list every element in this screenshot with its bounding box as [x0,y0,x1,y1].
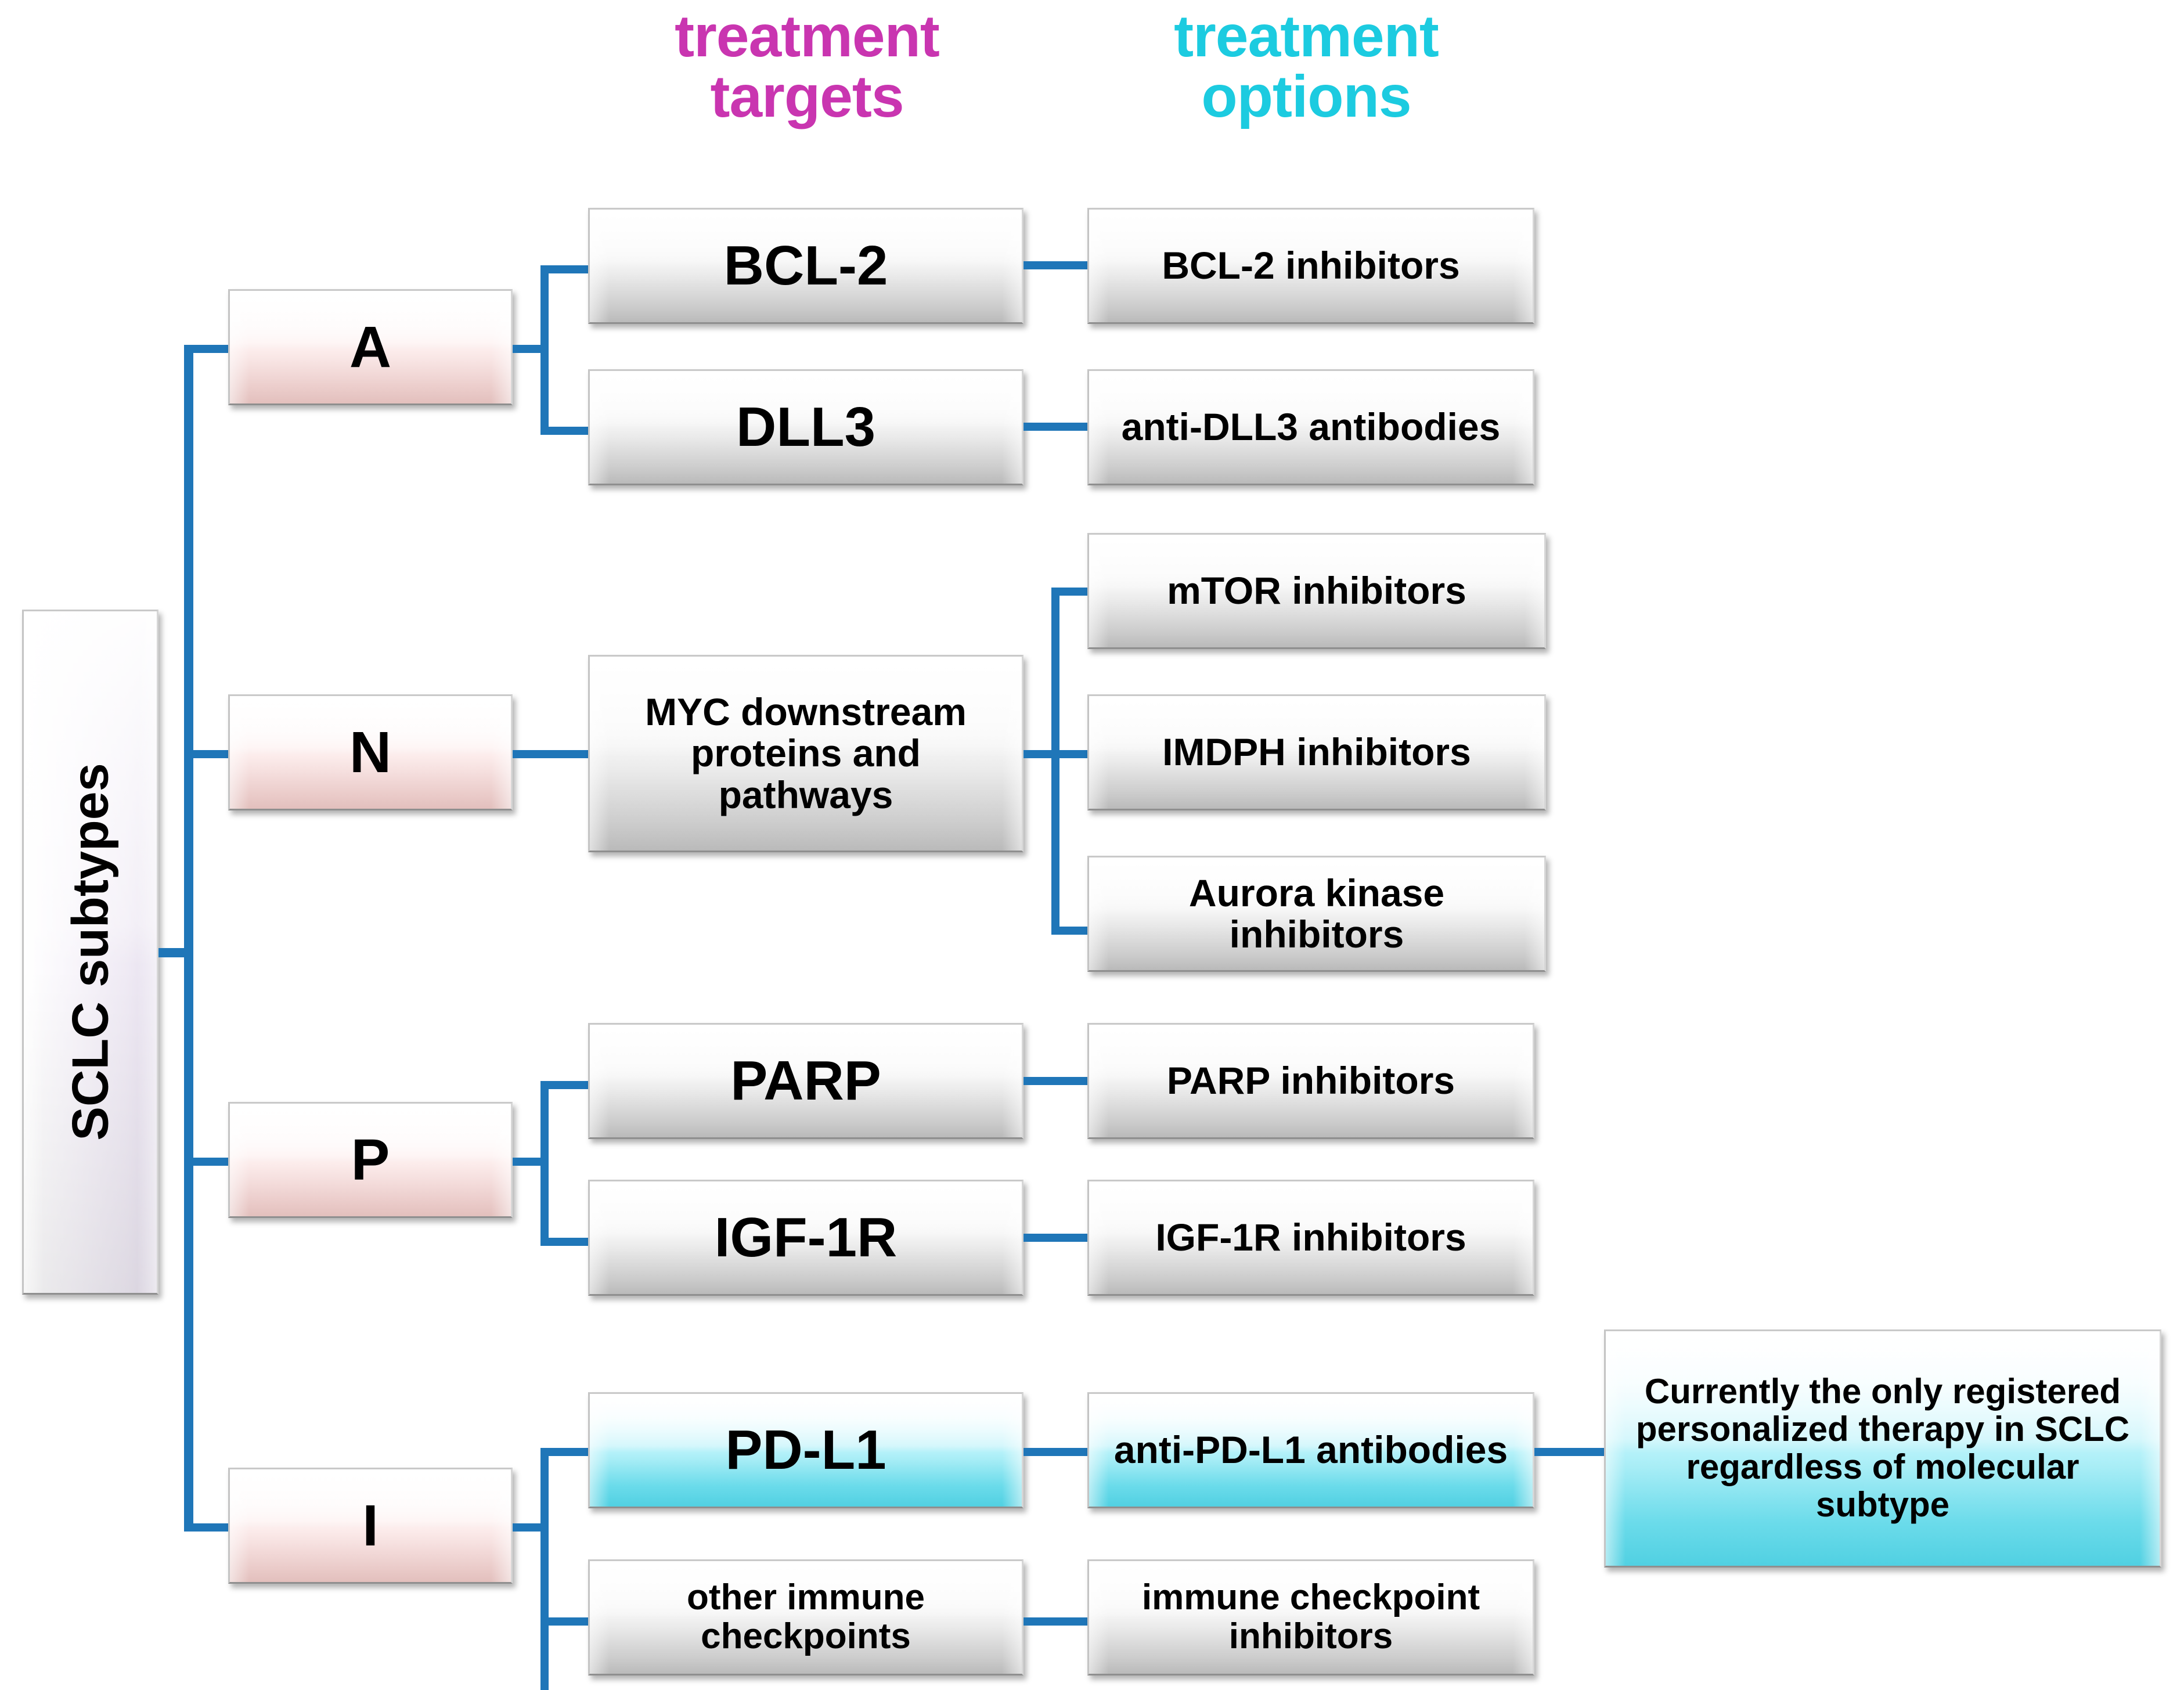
root-sclc-subtypes-box[interactable]: SCLC subtypes [22,610,158,1295]
subtype-label-A: A [349,315,392,380]
target-label-parp: PARP [730,1050,881,1112]
connector-parp-to-option [1023,1077,1089,1085]
column-header-options-line2: options [1201,63,1411,130]
connector-myc-to-imdph [1051,750,1089,758]
subtype-label-I: I [362,1493,379,1558]
option-label-immune-checkpoint-inhibitors: immune checkpoint inhibitors [1141,1577,1480,1656]
option-label-anti-pdl1-antibodies: anti-PD-L1 antibodies [1113,1428,1508,1472]
connector-A-bracket [540,265,549,435]
connector-P-to-parp [540,1081,592,1089]
option-box-igf1r-inhibitors[interactable]: IGF-1R inhibitors [1087,1180,1534,1296]
column-header-targets-line2: targets [710,63,904,130]
target-label-igf1r: IGF-1R [714,1206,898,1269]
column-header-treatment-targets: treatment targets [592,6,1022,127]
target-box-pdl1[interactable]: PD-L1 [588,1392,1023,1508]
target-box-other-immune-checkpoints[interactable]: other immune checkpoints [588,1559,1023,1675]
connector-dll3-to-option [1023,423,1089,431]
subtype-label-N: N [349,720,392,785]
connector-P-to-igf1r [540,1238,592,1246]
connector-myc-to-aurora [1051,927,1089,935]
connector-myc-bracket [1051,588,1059,935]
option-label-anti-dll3-antibodies: anti-DLL3 antibodies [1121,405,1501,449]
connector-P-out [513,1158,549,1166]
target-box-igf1r[interactable]: IGF-1R [588,1180,1023,1296]
option-box-bcl2-inhibitors[interactable]: BCL-2 inhibitors [1087,208,1534,324]
subtype-box-P[interactable]: P [228,1102,513,1218]
connector-trunk-to-subtype-I [184,1523,229,1532]
subtype-box-A[interactable]: A [228,289,513,405]
connector-I-bracket [540,1448,549,1690]
option-box-aurora-kinase-inhibitors[interactable]: Aurora kinase inhibitors [1087,856,1546,972]
option-box-parp-inhibitors[interactable]: PARP inhibitors [1087,1023,1534,1139]
subtype-label-P: P [351,1127,390,1192]
subtype-box-I[interactable]: I [228,1468,513,1584]
option-box-anti-pdl1-antibodies[interactable]: anti-PD-L1 antibodies [1087,1392,1534,1508]
column-header-treatment-options: treatment options [1086,6,1527,127]
option-box-immune-checkpoint-inhibitors[interactable]: immune checkpoint inhibitors [1087,1559,1534,1675]
column-header-options-line1: treatment [1174,3,1439,69]
connector-I-to-pdl1 [540,1448,592,1456]
connector-other-checkpoints-to-option [1023,1617,1089,1626]
target-box-myc-downstream[interactable]: MYC downstream proteins and pathways [588,655,1023,852]
option-label-bcl2-inhibitors: BCL-2 inhibitors [1162,244,1460,287]
target-label-myc-downstream: MYC downstream proteins and pathways [645,690,967,816]
option-box-anti-dll3-antibodies[interactable]: anti-DLL3 antibodies [1087,369,1534,485]
connector-trunk-to-subtype-N [184,750,229,758]
target-label-other-immune-checkpoints: other immune checkpoints [687,1577,925,1656]
option-label-igf1r-inhibitors: IGF-1R inhibitors [1155,1216,1466,1259]
connector-P-bracket [540,1081,549,1246]
option-label-aurora-kinase-inhibitors: Aurora kinase inhibitors [1188,871,1445,956]
connector-trunk-to-subtype-P [184,1158,229,1166]
option-label-parp-inhibitors: PARP inhibitors [1166,1059,1455,1102]
option-box-mtor-inhibitors[interactable]: mTOR inhibitors [1087,533,1546,649]
connector-bcl2-to-option [1023,261,1089,269]
target-box-bcl2[interactable]: BCL-2 [588,208,1023,324]
subtype-box-N[interactable]: N [228,694,513,810]
connector-A-to-dll3 [540,427,592,435]
connector-pdl1-to-option [1023,1448,1089,1456]
connector-anti-pdl1-to-annotation [1534,1448,1604,1456]
connector-N-to-myc [513,750,588,758]
target-box-parp[interactable]: PARP [588,1023,1023,1139]
connector-I-to-other-checkpoints [540,1617,592,1626]
connector-I-out [513,1523,549,1532]
option-label-imdph-inhibitors: IMDPH inhibitors [1162,730,1471,774]
annotation-box-registered-therapy[interactable]: Currently the only registered personaliz… [1604,1329,2161,1568]
target-label-dll3: DLL3 [736,396,875,459]
column-header-targets-line1: treatment [675,3,940,69]
annotation-label: Currently the only registered personaliz… [1635,1372,2130,1524]
connector-trunk-to-subtype-A [184,345,229,353]
connector-igf1r-to-option [1023,1234,1089,1242]
connector-main-trunk [184,345,193,1532]
target-box-dll3[interactable]: DLL3 [588,369,1023,485]
connector-myc-out [1023,750,1059,758]
root-label: SCLC subtypes [61,763,119,1141]
option-box-imdph-inhibitors[interactable]: IMDPH inhibitors [1087,694,1546,810]
target-label-pdl1: PD-L1 [725,1419,886,1482]
connector-A-to-bcl2 [540,265,592,273]
connector-root-stub [158,948,192,957]
connector-myc-to-mtor [1051,588,1089,596]
target-label-bcl2: BCL-2 [723,235,888,297]
option-label-mtor-inhibitors: mTOR inhibitors [1167,569,1466,612]
connector-A-out [513,345,549,353]
